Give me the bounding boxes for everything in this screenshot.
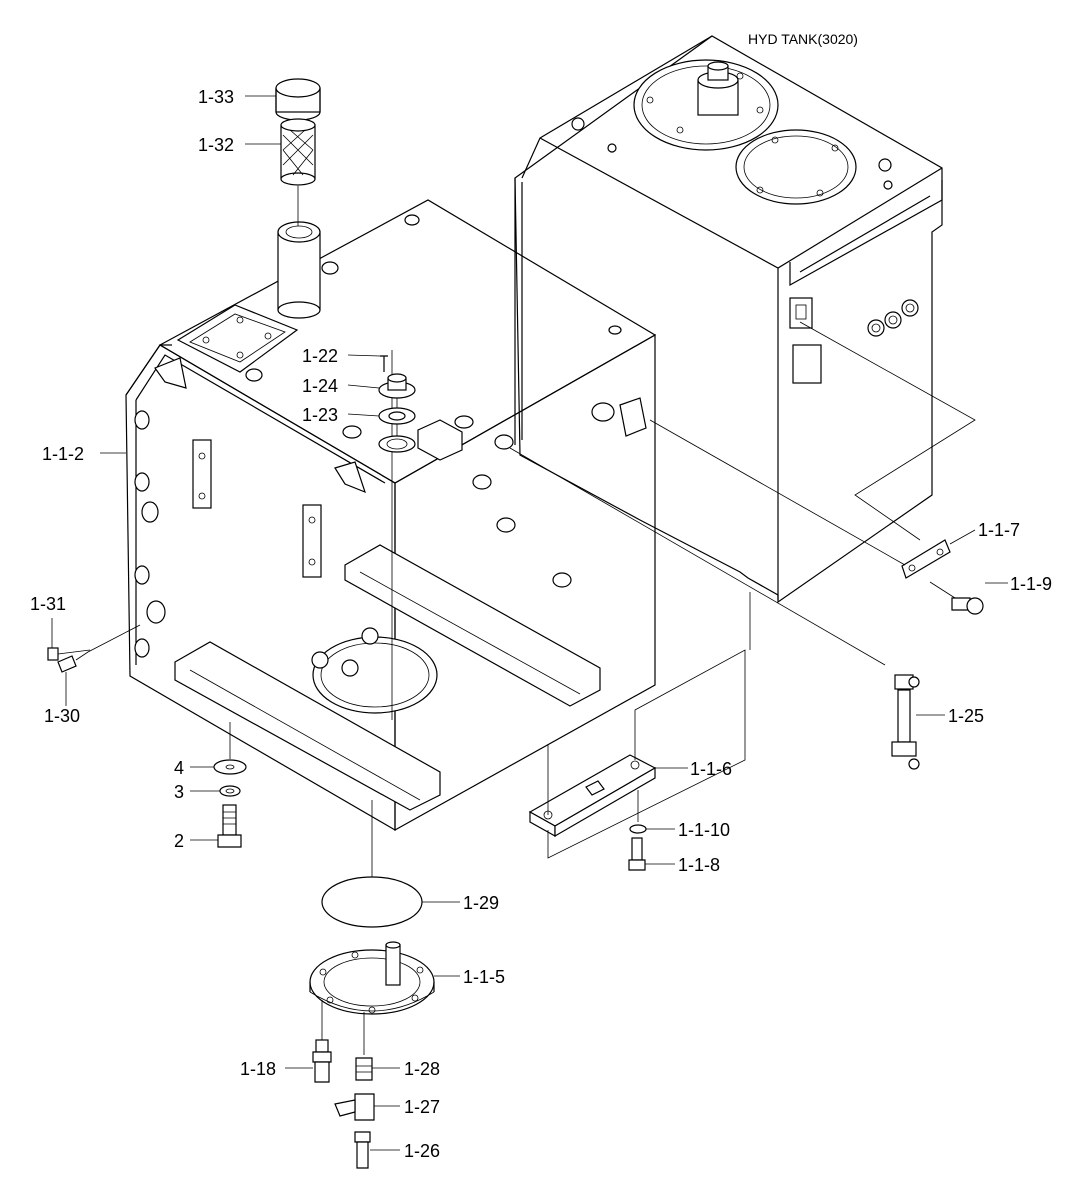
side-window-fitting: [789, 297, 813, 329]
inspection-cover: [176, 304, 299, 373]
label-1-29: 1-29: [463, 893, 499, 913]
part-1-28-nipple: [355, 1057, 373, 1081]
label-1-18: 1-18: [240, 1059, 276, 1079]
part-1-27-cock-valve: [334, 1093, 375, 1121]
label-1-22: 1-22: [302, 346, 338, 366]
part-1-25-level-gauge: [509, 447, 920, 770]
part-1-1-9-bolt: [929, 581, 984, 615]
label-4: 4: [174, 758, 184, 778]
label-1-27: 1-27: [404, 1097, 440, 1117]
label-1-31: 1-31: [30, 594, 66, 614]
part-1-31-elbow: [47, 647, 91, 661]
internal-flange: [312, 636, 438, 714]
part-1-1-5-cover: [309, 941, 435, 1015]
bottom-rail-right: [344, 544, 601, 707]
label-1-28: 1-28: [404, 1059, 440, 1079]
label-1-1-7: 1-1-7: [978, 520, 1020, 540]
part-1-1-7-bracket: [901, 539, 951, 579]
background-tank-assembly: [514, 35, 976, 604]
part-1-1-6-plate: [528, 754, 657, 838]
filler-pipe: [277, 231, 321, 311]
top-cover-ellipse-b: [735, 129, 857, 205]
part-1-30-connector: [57, 624, 141, 673]
part-1-32-strainer: [280, 118, 316, 186]
part-1-18-drain-plug: [312, 1039, 332, 1083]
part-labels: 1-33 1-32 1-22 1-24 1-23 1-1-2 1-31 1-30…: [30, 87, 1052, 1161]
label-1-1-5: 1-1-5: [463, 967, 505, 987]
side-plate-fitting: [792, 344, 822, 384]
label-1-25: 1-25: [948, 706, 984, 726]
label-1-32: 1-32: [198, 135, 234, 155]
boss-under-plug: [378, 435, 416, 453]
part-2-bolt: [217, 804, 242, 848]
label-1-24: 1-24: [302, 376, 338, 396]
part-1-23-gasket: [378, 407, 416, 425]
label-1-1-6: 1-1-6: [690, 759, 732, 779]
part-1-1-10-washer: [629, 824, 647, 834]
label-1-23: 1-23: [302, 405, 338, 425]
part-1-33-cap: [275, 78, 321, 121]
bottom-rail-left: [174, 641, 441, 811]
part-1-22-bolt: [380, 355, 388, 372]
label-2: 2: [174, 831, 184, 851]
label-1-33: 1-33: [198, 87, 234, 107]
label-1-1-2: 1-1-2: [42, 444, 84, 464]
label-1-26: 1-26: [404, 1141, 440, 1161]
part-1-24-plug: [378, 373, 416, 399]
label-1-30: 1-30: [44, 706, 80, 726]
label-1-1-8: 1-1-8: [678, 855, 720, 875]
part-1-1-8-bolt: [628, 837, 646, 871]
main-tank-body: [125, 199, 657, 832]
label-3: 3: [174, 782, 184, 802]
label-1-1-10: 1-1-10: [678, 820, 730, 840]
part-1-29-gasket: [321, 876, 423, 928]
part-3-spring-washer: [219, 785, 241, 797]
leader-lines: [51, 95, 1008, 1151]
part-4-washer: [213, 759, 247, 775]
part-1-26-hose-adapter: [354, 1131, 371, 1169]
label-1-1-9: 1-1-9: [1010, 574, 1052, 594]
diagram-title: HYD TANK(3020): [748, 31, 858, 47]
